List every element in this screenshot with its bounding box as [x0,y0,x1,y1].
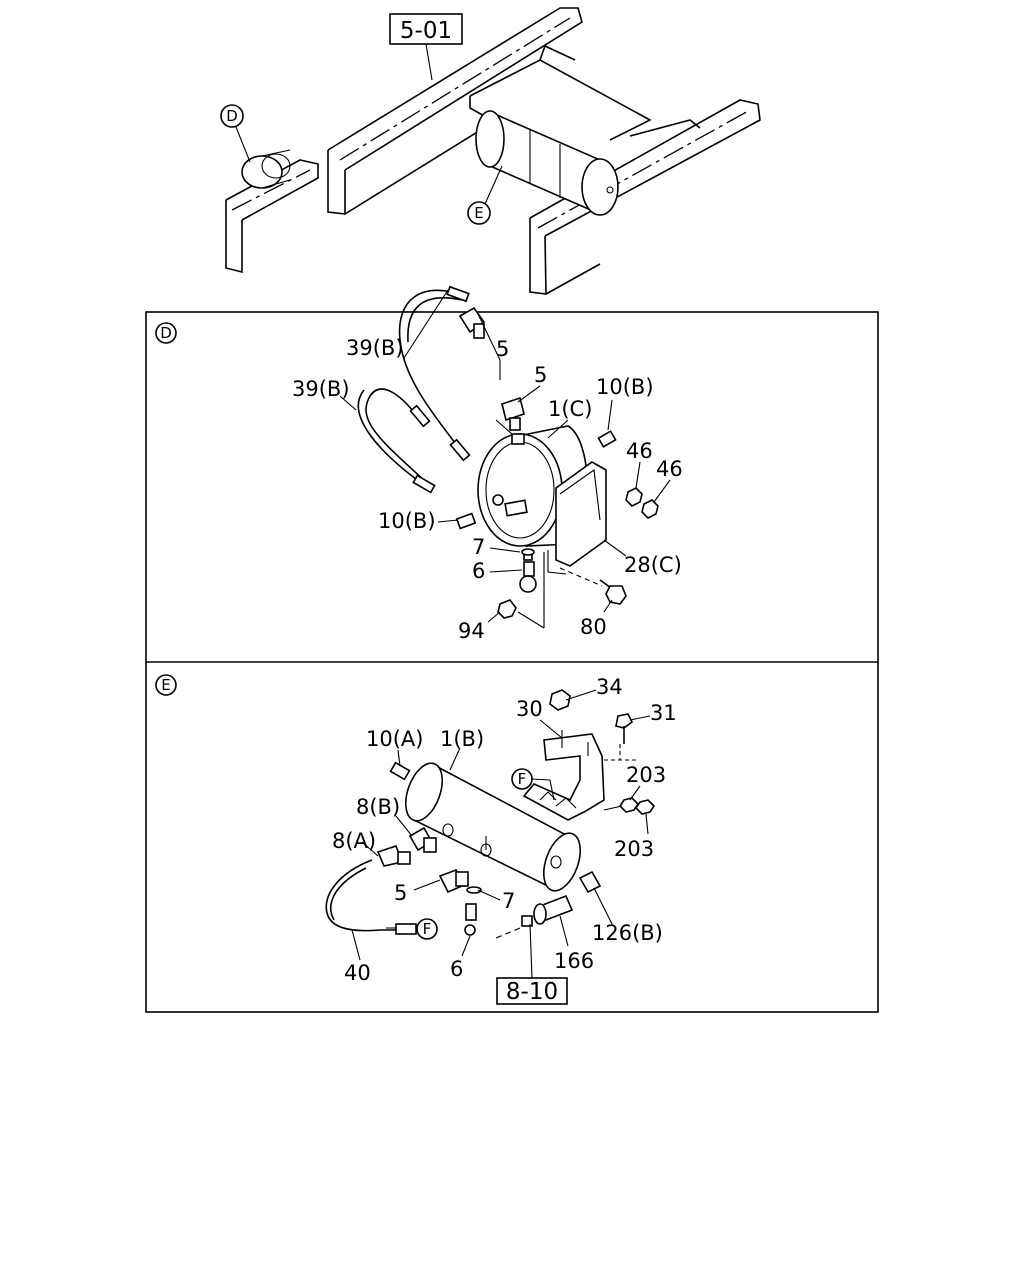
callout-126b: 126(B) [592,921,663,945]
svg-text:F: F [518,770,527,788]
plug-10a [389,761,411,781]
marker-f-hose: F [416,918,438,940]
callout-31: 31 [650,701,677,725]
svg-text:E: E [474,204,483,222]
drain-valve-6-e [464,903,477,936]
nut-94 [497,599,517,619]
callout-203-b: 203 [614,837,654,861]
frame-rail-upper [327,7,583,215]
callout-46-b: 46 [656,457,683,481]
frame-cross-members [469,44,701,141]
callout-6-e: 6 [450,957,463,981]
svg-text:D: D [226,107,238,125]
elbow-5-e [438,868,469,894]
plug-10b-right [597,430,617,448]
elbow-fitting-d [458,306,525,431]
bolt-80 [599,579,627,605]
callout-28c: 28(C) [624,553,682,577]
frame-ref-label: 5-01 [400,18,452,44]
callout-8b: 8(B) [356,795,400,819]
callout-1b: 1(B) [440,727,484,751]
callout-34: 34 [596,675,623,699]
callout-8a: 8(A) [332,829,376,853]
air-tank-e [404,762,582,892]
connector-8a [376,844,411,867]
nut-46-b [641,499,659,519]
callout-46-a: 46 [626,439,653,463]
frame-rail-lower [529,99,761,295]
svg-text:E: E [161,676,170,694]
callout-80: 80 [580,615,607,639]
washer-7-e [466,886,482,894]
callout-203-a: 203 [626,763,666,787]
callout-39b-lower: 39(B) [292,377,350,401]
connector-8b [408,826,437,853]
bracket-28c [543,461,607,628]
callout-10a: 10(A) [366,727,423,751]
marker-e-overview: E [467,165,503,225]
callout-7-e: 7 [502,889,515,913]
marker-f-bracket: F [511,768,555,801]
callout-10b-left: 10(B) [378,509,436,533]
callout-leaders-d [339,289,671,623]
callout-39b-upper: 39(B) [346,336,404,360]
hose-39b [357,285,471,494]
bolt-31 [604,713,636,761]
svg-text:D: D [160,324,172,342]
callout-1c: 1(C) [548,397,592,421]
callout-5-b: 5 [534,363,547,387]
callout-5-a: 5 [496,337,509,361]
callout-30: 30 [516,697,543,721]
washer-7 [521,548,535,556]
sensor-ref-label: 8-10 [506,979,558,1005]
callout-40: 40 [344,961,371,985]
callout-10b-right: 10(B) [596,375,654,399]
pressure-switch-166 [495,894,574,939]
chassis-overview: 5-01 [220,7,761,295]
nut-203-b [634,799,656,815]
nut-46-a [625,487,643,507]
panel-e-marker: E [155,674,177,696]
air-tank-overview [475,110,619,216]
callout-166: 166 [554,949,594,973]
hose-40 [325,859,417,935]
svg-text:F: F [423,920,432,938]
frame-rail-left [225,149,319,274]
detail-view-d: D [155,285,683,643]
drain-valve-6 [519,561,537,593]
callout-leaders-e [351,689,651,961]
plug-10b-left [455,512,477,530]
bracket-30 [522,730,605,821]
marker-d-overview: D [220,104,251,163]
panel-d-marker: D [155,322,177,344]
callout-6-d: 6 [472,559,485,583]
detail-view-e: E [155,674,677,1005]
callout-7-d: 7 [472,535,485,559]
fitting-126b [578,870,602,894]
nut-203-a [618,797,640,813]
callout-5-e: 5 [394,881,407,905]
callout-94: 94 [458,619,485,643]
nut-34 [549,689,571,711]
